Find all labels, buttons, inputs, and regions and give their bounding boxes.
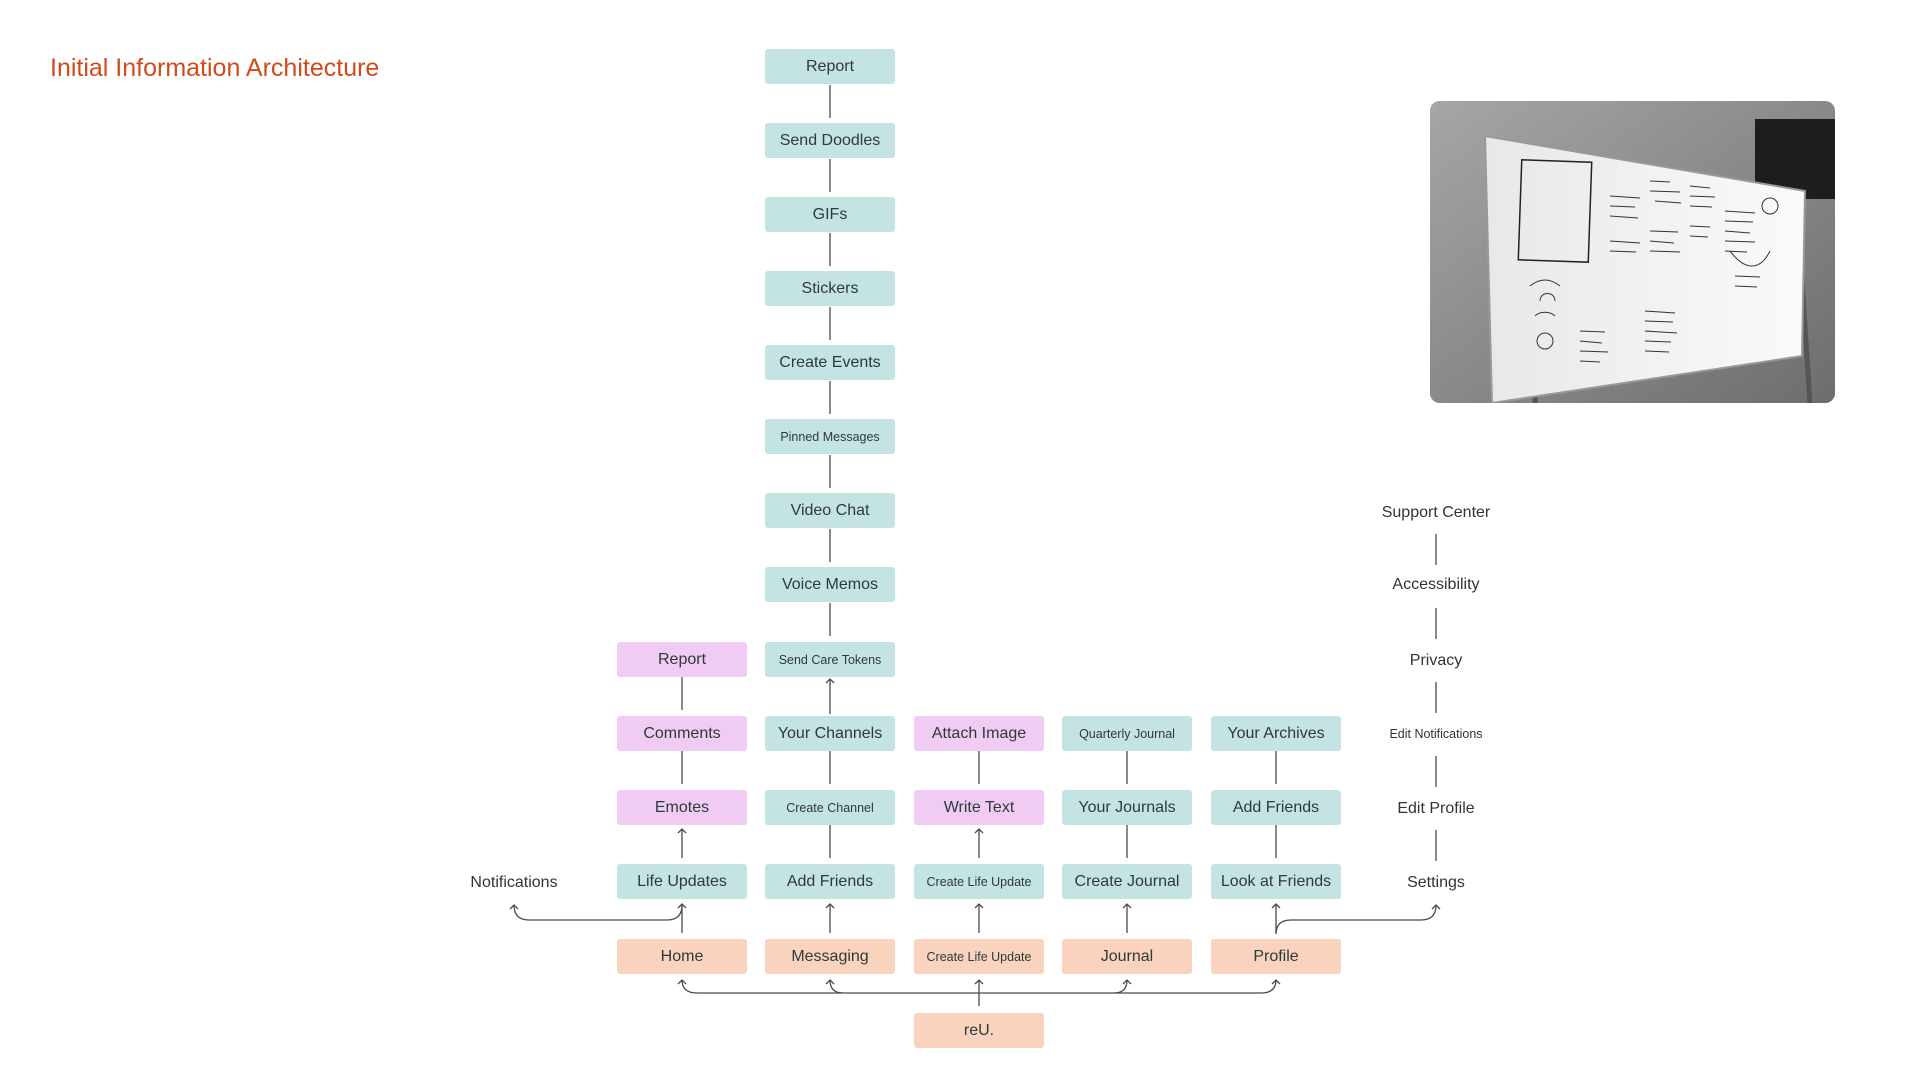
node-comments: Comments (617, 716, 747, 751)
node-emotes: Emotes (617, 790, 747, 825)
node-journal: Journal (1062, 939, 1192, 974)
node-settings: Settings (1407, 874, 1465, 891)
node-create-life-update-action: Create Life Update (914, 864, 1044, 899)
node-your-channels: Your Channels (765, 716, 895, 751)
node-report-home: Report (617, 642, 747, 677)
node-privacy: Privacy (1409, 652, 1463, 669)
node-notifications: Notifications (470, 874, 558, 891)
whiteboard-photo-illustration (1430, 101, 1835, 403)
node-stickers: Stickers (765, 271, 895, 306)
node-video-chat: Video Chat (765, 493, 895, 528)
node-add-friends-profile: Add Friends (1211, 790, 1341, 825)
node-edit-notifications: Edit Notifications (1389, 727, 1483, 741)
node-create-journal: Create Journal (1062, 864, 1192, 899)
node-send-care-tokens: Send Care Tokens (765, 642, 895, 677)
node-edit-profile: Edit Profile (1397, 800, 1475, 817)
node-add-friends-messaging: Add Friends (765, 864, 895, 899)
node-accessibility: Accessibility (1392, 576, 1480, 593)
node-profile: Profile (1211, 939, 1341, 974)
node-support-center: Support Center (1381, 504, 1491, 521)
node-pinned-messages: Pinned Messages (765, 419, 895, 454)
node-your-archives: Your Archives (1211, 716, 1341, 751)
node-report-messaging: Report (765, 49, 895, 84)
node-look-at-friends: Look at Friends (1211, 864, 1341, 899)
node-write-text: Write Text (914, 790, 1044, 825)
node-create-channel: Create Channel (765, 790, 895, 825)
node-voice-memos: Voice Memos (765, 567, 895, 602)
node-home: Home (617, 939, 747, 974)
whiteboard-photo (1430, 101, 1835, 403)
node-your-journals: Your Journals (1062, 790, 1192, 825)
node-attach-image: Attach Image (914, 716, 1044, 751)
node-create-life-update: Create Life Update (914, 939, 1044, 974)
node-root-reu: reU. (914, 1013, 1044, 1048)
node-life-updates: Life Updates (617, 864, 747, 899)
node-gifs: GIFs (765, 197, 895, 232)
node-quarterly-journal: Quarterly Journal (1062, 716, 1192, 751)
node-messaging: Messaging (765, 939, 895, 974)
node-send-doodles: Send Doodles (765, 123, 895, 158)
node-create-events: Create Events (765, 345, 895, 380)
page-title: Initial Information Architecture (50, 54, 380, 82)
